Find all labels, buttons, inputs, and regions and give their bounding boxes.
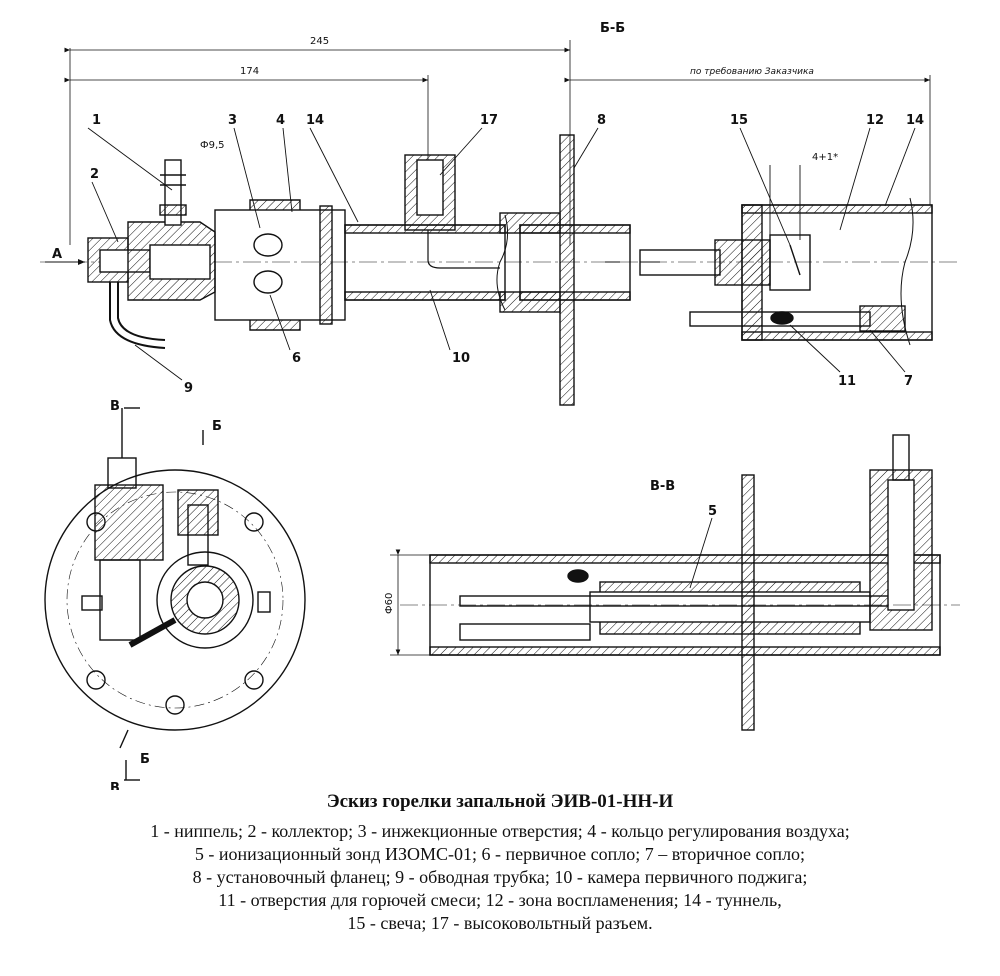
callout-5: 5	[708, 504, 717, 519]
flange-outer	[44, 469, 306, 731]
dim-phi95: Ф9,5	[200, 140, 225, 151]
callout-14-right: 14	[906, 113, 924, 128]
caption-title: Эскиз горелки запальной ЭИВ-01-НН-И	[326, 791, 674, 812]
mounting-flange	[559, 134, 575, 406]
bypass-tube	[109, 282, 166, 349]
view-a-label: А	[52, 247, 62, 262]
section-b-top-label: Б	[212, 419, 222, 434]
injection-hole	[253, 233, 283, 257]
dim-phi60: Ф60	[384, 593, 395, 614]
section-vv-label: В-В	[650, 479, 675, 494]
section-bb-view	[40, 40, 960, 406]
burner-drawing: Б-Б В-В А Б Б В В 245 174 по требованию …	[40, 21, 960, 790]
section-bb-label: Б-Б	[600, 21, 625, 36]
callout-12: 12	[866, 113, 884, 128]
section-vv-view	[390, 434, 960, 731]
callout-4: 4	[276, 113, 285, 128]
leader-lines	[87, 127, 916, 381]
dim-customer: по требованию Заказчика	[690, 67, 814, 77]
callout-8: 8	[597, 113, 606, 128]
callout-14-left: 14	[306, 113, 324, 128]
mixture-hole	[770, 311, 794, 325]
section-b-bottom-label: Б	[140, 752, 150, 767]
caption-line: 5 - ионизационный зонд ИЗОМС-01; 6 - пер…	[194, 844, 806, 864]
callout-3: 3	[228, 113, 237, 128]
callout-15: 15	[730, 113, 748, 128]
dim-174: 174	[240, 66, 259, 77]
dim-245: 245	[310, 36, 329, 47]
callout-17: 17	[480, 113, 498, 128]
caption-line: 1 - ниппель; 2 - коллектор; 3 - инжекцио…	[150, 821, 850, 841]
callout-11: 11	[838, 374, 856, 389]
caption-line: 11 - отверстия для горючей смеси; 12 - з…	[218, 890, 782, 910]
primary-chamber	[344, 224, 506, 301]
hv-connector-front	[94, 484, 164, 561]
callout-1: 1	[92, 113, 101, 128]
dim-gap: 4+1*	[812, 152, 838, 163]
callout-7: 7	[904, 374, 913, 389]
callout-10: 10	[452, 351, 470, 366]
front-view	[44, 407, 306, 781]
callout-6: 6	[292, 351, 301, 366]
caption-line: 15 - свеча; 17 - высоковольтный разъем.	[347, 913, 653, 933]
caption-block: Эскиз горелки запальной ЭИВ-01-НН-И 1 - …	[0, 790, 1000, 935]
callout-9: 9	[184, 381, 193, 396]
section-v-bottom-label: В	[110, 781, 120, 790]
flange-vv	[741, 474, 755, 731]
section-v-top-label: В	[110, 399, 120, 414]
callout-2: 2	[90, 167, 99, 182]
caption-line: 8 - установочный фланец; 9 - обводная тр…	[192, 867, 808, 887]
